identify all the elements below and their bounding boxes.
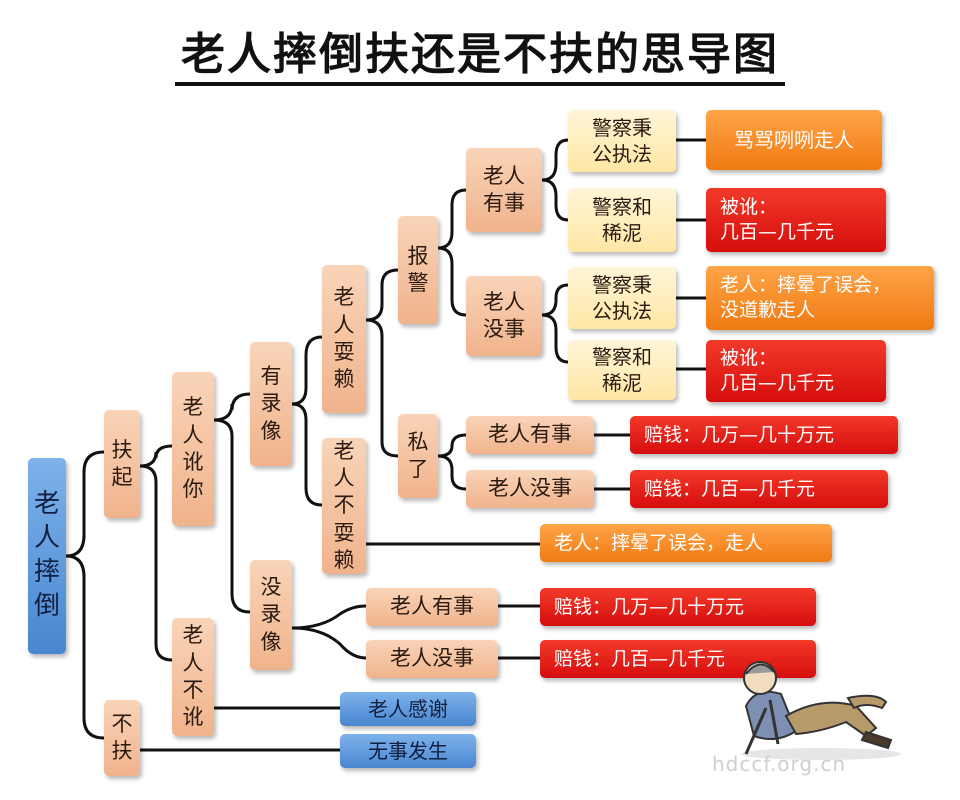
line-help-accuse (139, 444, 173, 468)
outcome-pay-large-2: 赔钱：几万—几十万元 (540, 588, 816, 626)
line-private-hurt (437, 433, 467, 458)
outcome-curse-and-leave: 骂骂咧咧走人 (706, 110, 882, 170)
fallen-old-man-illustration (741, 661, 901, 760)
line-novideo-ok (291, 626, 367, 660)
outcome-nothing-happens: 无事发生 (340, 734, 476, 768)
watermark: hdccf.org.cn (712, 752, 847, 776)
page-title: 老人摔倒扶还是不扶的思导图 (0, 18, 960, 86)
line-private-ok (437, 454, 467, 491)
line-hurt-fair1 (541, 138, 569, 182)
outcome-pay-large-1: 赔钱：几万—几十万元 (630, 416, 898, 454)
node-novideo-ok: 老人没事 (366, 640, 498, 678)
node-police-fair-2: 警察秉 公执法 (568, 267, 676, 329)
outcome-misunderstanding-leave: 老人：摔晕了误会，走人 (540, 524, 832, 562)
outcome-extorted-small-1: 被讹： 几百—几千元 (706, 188, 886, 252)
line-ok-mud2 (541, 313, 569, 364)
node-police-mud-1: 警察和 稀泥 (568, 188, 676, 252)
line-police-ok (437, 246, 467, 317)
outcome-old-man-thanks: 老人感谢 (340, 692, 476, 726)
node-help-up: 扶 起 (104, 410, 140, 518)
node-no-video: 没 录 像 (250, 560, 292, 670)
node-old-man-no-rogue: 老 人 不 耍 赖 (322, 438, 366, 574)
node-police-hurt: 老人 有事 (466, 148, 542, 232)
outcome-misunderstanding-no-apology: 老人：摔晕了误会， 没道歉走人 (706, 266, 934, 330)
outcome-pay-small-1: 赔钱：几百—几千元 (630, 470, 888, 508)
line-novideo-hurt (291, 604, 367, 630)
line-accuse-novideo (213, 418, 251, 614)
node-old-man-falls: 老 人 摔 倒 (28, 458, 66, 654)
node-old-man-no-accuse: 老 人 不 讹 (172, 618, 214, 736)
node-old-man-accuses: 老 人 讹 你 (172, 372, 214, 526)
line-root-nohelp (65, 554, 105, 740)
line-hurt-mud1 (541, 178, 569, 222)
line-video-norogue (291, 402, 323, 507)
line-root-help (65, 450, 105, 558)
line-police-hurt (437, 188, 467, 250)
line-video-rogue (291, 335, 323, 406)
node-private-ok: 老人没事 (466, 470, 594, 508)
node-old-man-rogue: 老 人 耍 赖 (322, 265, 366, 413)
node-police-fair-1: 警察秉 公执法 (568, 110, 676, 172)
node-private-hurt: 老人有事 (466, 416, 594, 454)
line-ok-fair2 (541, 283, 569, 317)
node-settle-privately: 私 了 (398, 414, 438, 498)
node-not-help: 不 扶 (104, 700, 140, 776)
outcome-extorted-small-2: 被讹： 几百—几千元 (706, 340, 886, 402)
node-has-video: 有 录 像 (250, 342, 292, 466)
title-text: 老人摔倒扶还是不扶的思导图 (175, 29, 785, 86)
line-rogue-police (365, 268, 399, 322)
line-accuse-video (213, 392, 251, 422)
node-call-police: 报 警 (398, 216, 438, 324)
node-police-ok: 老人 没事 (466, 276, 542, 356)
node-novideo-hurt: 老人有事 (366, 588, 498, 626)
line-rogue-private (365, 318, 399, 458)
node-police-mud-2: 警察和 稀泥 (568, 340, 676, 400)
line-help-noaccuse (139, 464, 173, 662)
